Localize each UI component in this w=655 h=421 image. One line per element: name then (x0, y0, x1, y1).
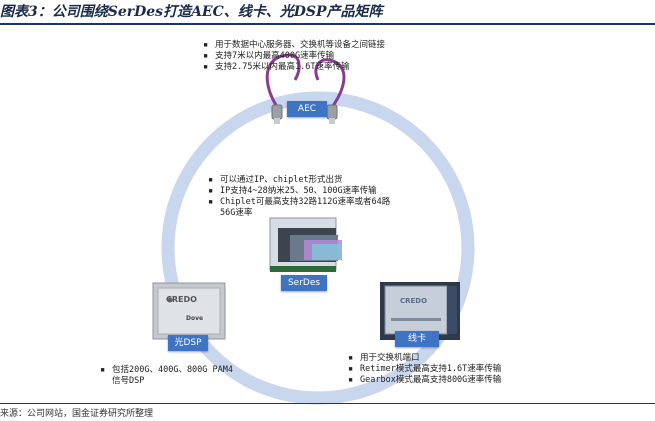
source-note: 来源：公司网站，国金证券研究所整理 (0, 409, 154, 419)
title-divider (0, 23, 655, 25)
bullet-item: IP支持4~28纳米25、50、100G速率传输 (208, 186, 390, 197)
serdes-bullets: 可以通过IP、chiplet形式出货 IP支持4~28纳米25、50、100G速… (208, 175, 390, 219)
bullet-item: Retimer模式最高支持1.6T速率传输 (348, 364, 501, 375)
line-card-chip-image (380, 282, 460, 340)
bullet-item-continuation: 信号DSP (112, 376, 145, 386)
bullet-item: 包括200G、400G、800G PAM4 (100, 365, 233, 376)
bullet-item: 用于数据中心服务器、交换机等设备之间链接 (203, 40, 385, 51)
line-card-bullets: 用于交换机端口 Retimer模式最高支持1.6T速率传输 Gearbox模式最… (348, 353, 501, 386)
optical-dsp-chip-image (152, 282, 226, 340)
line-card-label: 线卡 (395, 331, 439, 347)
figure-title: 图表3：公司围绕SerDes打造AEC、线卡、光DSP产品矩阵 (0, 4, 383, 20)
bullet-item: Chiplet可最高支持32路112G速率或者64路 (208, 197, 390, 208)
source-divider (0, 403, 655, 404)
optical-dsp-label: 光DSP (168, 335, 208, 351)
product-ring (161, 91, 475, 405)
bullet-item: 可以通过IP、chiplet形式出货 (208, 175, 390, 186)
aec-bullets: 用于数据中心服务器、交换机等设备之间链接 支持7米以内最高400G速率传输 支持… (203, 40, 385, 73)
bullet-item: 支持2.75米以内最高1.6T速率传输 (203, 62, 385, 73)
bullet-item-continuation: 56G速率 (220, 208, 253, 218)
bullet-item: Gearbox模式最高支持800G速率传输 (348, 375, 501, 386)
serdes-label: SerDes (281, 275, 327, 291)
chip-model-text: Dove (186, 315, 204, 322)
optical-dsp-bullets: 包括200G、400G、800G PAM4 信号DSP (100, 365, 233, 387)
credo-logo-text: CREDO (400, 297, 428, 305)
bullet-item: 支持7米以内最高400G速率传输 (203, 51, 385, 62)
aec-label: AEC (287, 101, 327, 117)
credo-logo-text: CREDO (166, 295, 197, 304)
serdes-chip-image (269, 217, 342, 272)
bullet-item: 用于交换机端口 (348, 353, 501, 364)
